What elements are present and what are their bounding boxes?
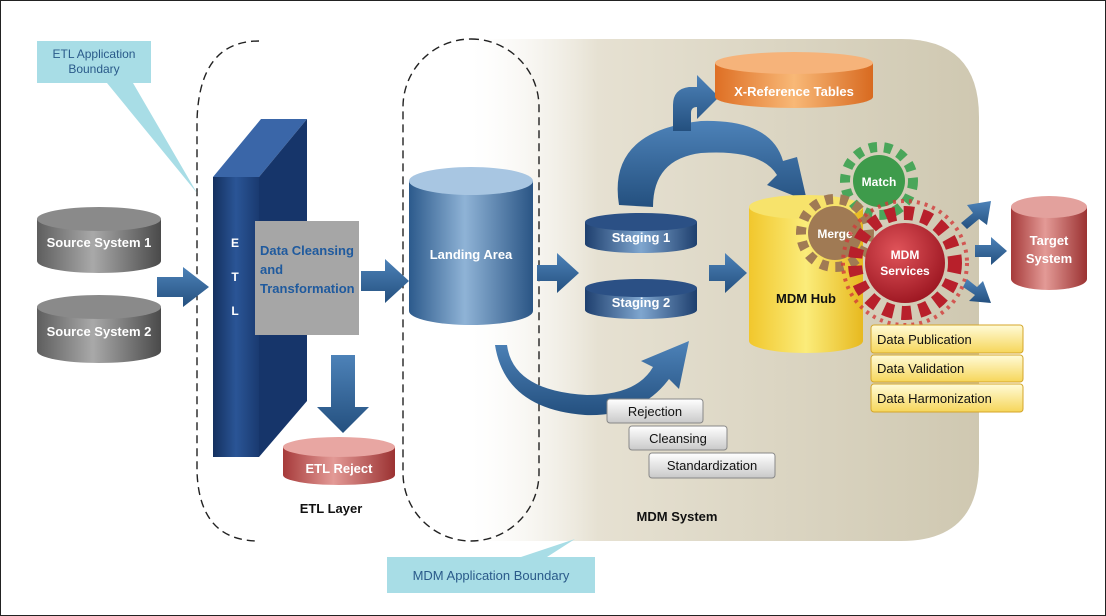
source-system-1-label: Source System 1: [47, 235, 152, 250]
match-gear: Match: [840, 142, 918, 220]
etl-letter-t: T: [231, 270, 239, 284]
mdm-system-label: MDM System: [637, 509, 718, 524]
arrow-services-to-target-mid: [975, 237, 1007, 265]
landing-area-label: Landing Area: [430, 247, 513, 262]
curved-arrow-landing-to-staging: [495, 341, 689, 416]
xref-tables-cylinder: X-Reference Tables: [715, 52, 873, 108]
etl-application-boundary: [196, 40, 260, 542]
arrow-etl-to-reject: [317, 355, 369, 433]
source-system-1-cylinder: Source System 1: [37, 207, 161, 273]
etl-letter-l: L: [231, 304, 238, 318]
staging-2-label: Staging 2: [612, 295, 671, 310]
merge-gear: Merge: [796, 194, 874, 272]
data-cleansing-line2: and: [260, 262, 283, 277]
source-system-2-label: Source System 2: [47, 324, 152, 339]
service-data-publication: Data Publication: [870, 324, 1024, 354]
xref-tables-label: X-Reference Tables: [734, 84, 854, 99]
match-label: Match: [862, 175, 897, 189]
source-system-2-cylinder: Source System 2: [37, 295, 161, 363]
step-standardization: Standardization: [648, 452, 776, 479]
arrow-to-xref: [673, 75, 719, 131]
service-label-publication: Data Publication: [877, 332, 972, 347]
data-cleansing-line3: Transformation: [260, 281, 355, 296]
etl-reject-label: ETL Reject: [306, 461, 374, 476]
arrow-etl-to-landing: [361, 259, 409, 303]
arrow-services-to-target-bottom: [963, 279, 991, 303]
mdm-application-boundary: [402, 38, 540, 542]
curved-arrow-staging-to-hub: [617, 120, 807, 207]
service-label-harmonization: Data Harmonization: [877, 391, 992, 406]
staging-1-label: Staging 1: [612, 230, 671, 245]
mdm-services-line1: MDM: [891, 248, 920, 262]
step-label-standardization: Standardization: [667, 458, 757, 473]
etl-layer-label: ETL Layer: [300, 501, 363, 516]
etl-letter-e: E: [231, 236, 239, 250]
etl-callout-line1: ETL Application: [53, 47, 136, 61]
staging-2-cylinder: Staging 2: [585, 279, 697, 319]
step-cleansing: Cleansing: [628, 425, 728, 451]
target-line2: System: [1026, 251, 1072, 266]
mdm-callout-label: MDM Application Boundary: [413, 568, 570, 583]
etl-callout-line2: Boundary: [68, 62, 119, 76]
arrow-sources-to-etl: [157, 267, 209, 307]
service-data-validation: Data Validation: [870, 354, 1024, 383]
etl-reject-cylinder: ETL Reject: [283, 437, 395, 485]
mdm-boundary-callout: MDM Application Boundary: [387, 539, 595, 593]
arrow-services-to-target-top: [961, 201, 991, 229]
etl-boundary-callout: ETL Application Boundary: [37, 41, 197, 193]
landing-area-cylinder: Landing Area: [409, 167, 533, 325]
data-cleansing-line1: Data Cleansing: [260, 243, 354, 258]
service-label-validation: Data Validation: [877, 361, 964, 376]
step-rejection: Rejection: [606, 398, 704, 424]
step-label-cleansing: Cleansing: [649, 431, 707, 446]
service-data-harmonization: Data Harmonization: [870, 383, 1024, 413]
target-system-cylinder: Target System: [1011, 196, 1087, 290]
mdm-services-line2: Services: [880, 264, 930, 278]
data-cleansing-box: Data Cleansing and Transformation: [255, 221, 359, 335]
mdm-hub-label: MDM Hub: [776, 291, 836, 306]
arrow-landing-to-staging: [537, 253, 579, 293]
step-label-rejection: Rejection: [628, 404, 682, 419]
staging-1-cylinder: Staging 1: [585, 213, 697, 253]
target-line1: Target: [1030, 233, 1069, 248]
arrow-staging-to-hub: [709, 253, 747, 293]
merge-label: Merge: [817, 227, 853, 241]
